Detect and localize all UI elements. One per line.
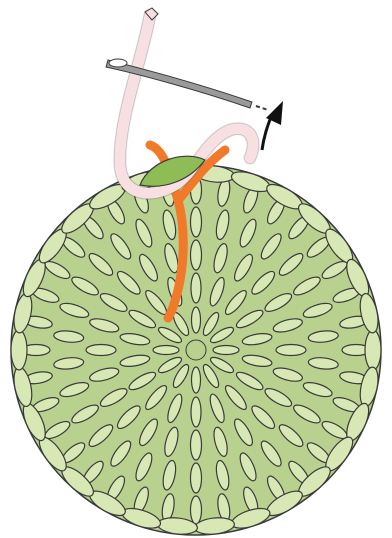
stitch	[213, 346, 239, 355]
stitch	[191, 430, 202, 460]
stitch	[191, 240, 202, 270]
stitch	[191, 207, 202, 237]
stitch	[191, 463, 202, 493]
stitch	[191, 273, 201, 303]
stitch	[191, 496, 202, 524]
stitch	[192, 307, 201, 333]
center-hole	[186, 340, 206, 360]
edge-chain-link	[365, 330, 381, 370]
stitch	[276, 345, 306, 356]
edge-chain-link	[11, 330, 27, 370]
needle-path-dashes	[256, 106, 268, 110]
needle-eye	[109, 59, 127, 67]
stitch	[191, 397, 201, 427]
stitch	[86, 345, 116, 356]
stitch	[192, 367, 201, 393]
crochet-circle-icon	[11, 164, 381, 536]
stitch	[153, 346, 179, 355]
